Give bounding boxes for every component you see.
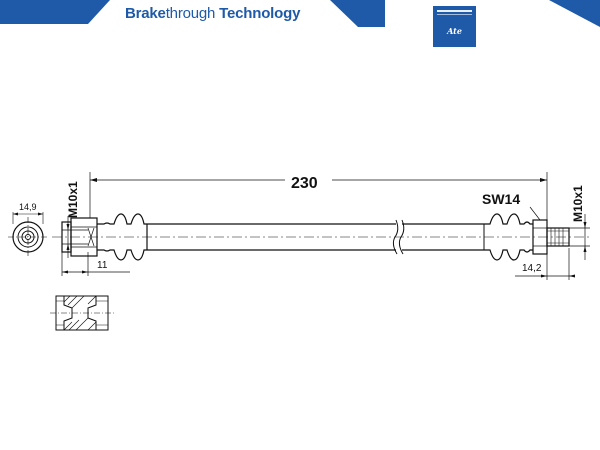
logo-text: Ate — [447, 26, 462, 36]
right-thread-dimension — [569, 214, 590, 260]
header-mid-stripe — [330, 0, 385, 27]
logo-bars — [437, 10, 472, 15]
dim-left-fitting-length: 11 — [97, 260, 108, 271]
dim-right-thread: M10x1 — [571, 185, 585, 222]
ate-logo: Ate — [433, 6, 476, 47]
brand-light: through — [165, 5, 216, 22]
dim-left-thread: M10x1 — [66, 181, 80, 218]
dim-right-fitting-length: 14,2 — [522, 263, 542, 274]
header-right-stripe — [549, 0, 600, 27]
left-thread-dimension — [62, 216, 88, 258]
brand-suffix: Technology — [215, 5, 301, 22]
header-left-stripe — [0, 0, 110, 24]
header-bar — [0, 0, 600, 27]
left-fitting — [61, 213, 148, 261]
left-fitting-length-dimension — [61, 252, 130, 276]
hose-body — [147, 219, 484, 255]
label-wrench-size: SW14 — [482, 191, 520, 207]
dim-left-diameter: 14,9 — [19, 202, 37, 212]
wrench-leader — [529, 206, 541, 221]
brand-title: Brakethrough Technology — [125, 5, 300, 22]
brand-bold: Brake — [125, 5, 166, 22]
overall-length-dimension — [89, 172, 548, 220]
right-fitting-length-dimension — [515, 248, 575, 280]
end-view — [8, 212, 48, 257]
section-view — [50, 295, 114, 331]
dim-overall-length: 230 — [291, 175, 318, 192]
